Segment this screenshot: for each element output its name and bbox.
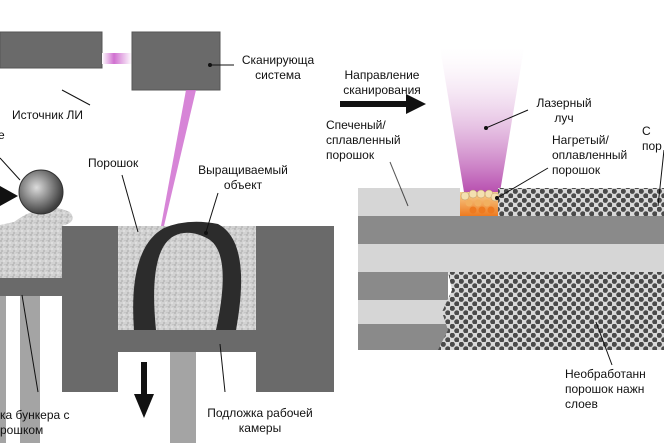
- leader-laser: [485, 109, 529, 129]
- scan-arrow-head: [406, 94, 426, 114]
- leader-heated: [496, 167, 549, 199]
- hopper-piston-left: [0, 296, 6, 443]
- leader-laser-dot: [484, 126, 488, 130]
- leader-roller: [0, 157, 21, 181]
- melt-bead: [483, 199, 491, 207]
- chamber-wall-left: [62, 226, 118, 392]
- label-laser-source: Источник ЛИ: [11, 108, 84, 122]
- label-powder: Порошок: [88, 156, 139, 170]
- melt-bead: [460, 191, 470, 201]
- laser-beam-horizontal: [102, 53, 132, 64]
- leader-powder: [121, 174, 139, 233]
- leader-sintered: [389, 161, 409, 207]
- sintered-top-layer: [358, 188, 460, 216]
- hopper-powder-heap: [0, 207, 73, 278]
- label-unprocessed-powder: Необработанн порошок нажн слоев: [565, 367, 646, 411]
- label-chamber-substrate: Подложка рабочей камеры: [207, 406, 313, 435]
- melt-bead: [469, 206, 477, 214]
- label-sintered-powder: Спеченый/ сплавленный порошок: [326, 118, 401, 162]
- leader-source: [61, 89, 91, 106]
- layer-5: [358, 300, 448, 324]
- leader-unprocessed: [595, 321, 613, 366]
- scan-arrow-shaft: [340, 101, 410, 107]
- leader-chamber-substrate: [219, 343, 226, 393]
- down-arrow-head: [134, 394, 154, 418]
- laser-beam-cone: [440, 48, 524, 192]
- chamber-piston: [170, 352, 196, 443]
- unprocessed-powder: [438, 272, 664, 350]
- melt-bead: [487, 206, 495, 214]
- laser-beam-down: [161, 90, 196, 226]
- leader-top-right: [657, 149, 664, 207]
- label-laser-beam: Лазерный луч: [536, 96, 592, 125]
- chamber-substrate: [118, 330, 256, 352]
- label-heated-powder: Нагретый/ оплавленный порошок: [552, 133, 628, 177]
- scanning-system-block: [131, 31, 221, 91]
- hopper-piston-right: [20, 296, 40, 443]
- hopper-substrate: [0, 278, 62, 296]
- layer-4: [358, 272, 448, 300]
- leader-heated-dot: [495, 196, 499, 200]
- top-loose-powder: [498, 188, 664, 216]
- laser-source-block: [0, 31, 103, 69]
- melt-bead: [478, 206, 486, 214]
- label-cut-left: е: [0, 128, 5, 142]
- layer-6: [358, 324, 448, 350]
- recoater-roller: [18, 169, 64, 215]
- leader-hopper-substrate: [21, 294, 39, 393]
- label-hopper-substrate: ка бункера с рошком: [0, 408, 70, 437]
- layer-3: [358, 244, 664, 272]
- label-grown-object: Выращиваемый объект: [198, 163, 288, 192]
- leader-object-dot: [204, 231, 208, 235]
- melt-bead: [465, 199, 473, 207]
- leader-object: [205, 192, 219, 233]
- label-cut-right-top: С пор: [642, 124, 662, 153]
- melt-bead: [468, 189, 478, 199]
- grown-object-arch: [133, 221, 242, 330]
- chamber-wall-right: [256, 226, 334, 392]
- label-scan-direction: Направление сканирования: [343, 68, 421, 97]
- layer-2: [358, 216, 664, 244]
- melt-bead: [476, 189, 486, 199]
- label-scanning-system: Сканирующа система: [241, 53, 315, 82]
- melt-bead: [474, 199, 482, 207]
- down-arrow-shaft: [141, 362, 147, 396]
- roller-arrow: [0, 186, 18, 206]
